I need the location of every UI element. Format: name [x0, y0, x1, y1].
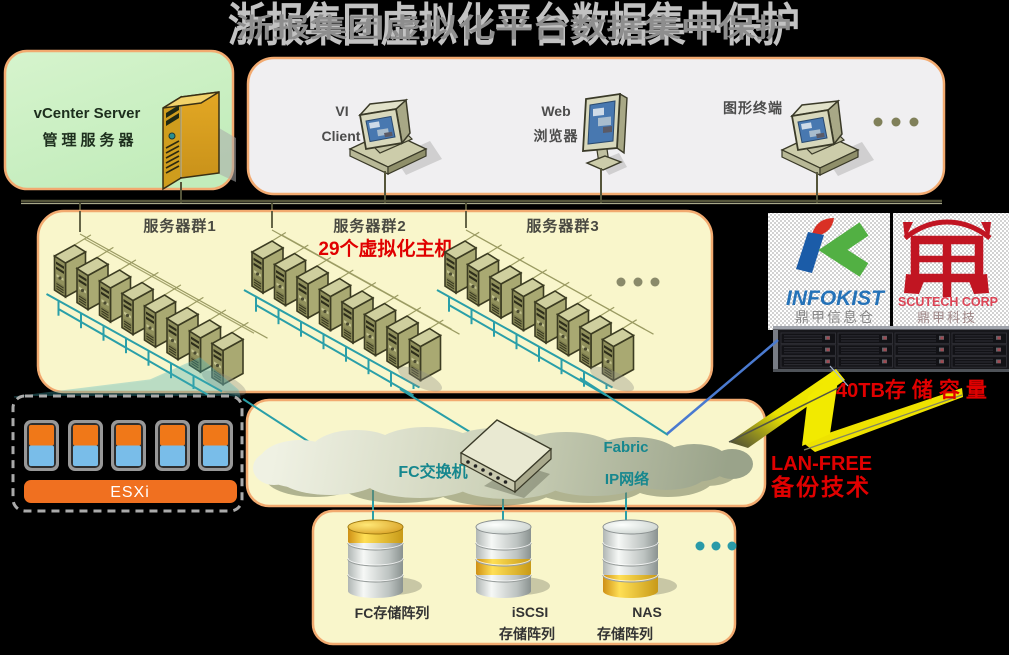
svg-text:LAN-FREE: LAN-FREE — [771, 453, 872, 475]
svg-text:服务器群2: 服务器群2 — [333, 217, 406, 235]
svg-text:浏览器: 浏览器 — [534, 128, 579, 144]
svg-text:ESXi: ESXi — [110, 484, 150, 501]
svg-text:FC存储阵列: FC存储阵列 — [355, 605, 430, 621]
svg-text:图形终端: 图形终端 — [723, 100, 783, 116]
svg-text:Web: Web — [541, 103, 570, 119]
svg-text:浙报集团虚拟化平台数据集中保护: 浙报集团虚拟化平台数据集中保护 — [236, 13, 792, 43]
svg-text:鼎甲信息仓: 鼎甲信息仓 — [795, 309, 875, 325]
svg-text:存储阵列: 存储阵列 — [597, 626, 653, 642]
svg-text:VI: VI — [335, 103, 348, 119]
svg-text:INFOKIST: INFOKIST — [786, 287, 886, 310]
svg-text:服务器群3: 服务器群3 — [526, 217, 599, 235]
svg-text:SCUTECH CORP: SCUTECH CORP — [898, 295, 998, 309]
svg-text:NAS: NAS — [632, 604, 662, 620]
svg-text:FC交换机: FC交换机 — [398, 462, 467, 481]
svg-text:IP网络: IP网络 — [605, 470, 649, 488]
svg-text:浙报集团虚拟化平台数据集中保护: 浙报集团虚拟化平台数据集中保护 — [228, 0, 800, 51]
svg-text:40TB存储容量: 40TB存储容量 — [836, 378, 993, 402]
svg-text:29个虚拟化主机: 29个虚拟化主机 — [318, 237, 453, 260]
svg-text:服务器群1: 服务器群1 — [143, 217, 216, 235]
svg-text:iSCSI: iSCSI — [512, 604, 549, 620]
svg-text:存储阵列: 存储阵列 — [499, 626, 555, 642]
svg-text:Fabric: Fabric — [603, 439, 648, 456]
svg-text:vCenter Server: vCenter Server — [34, 105, 141, 122]
svg-text:备份技术: 备份技术 — [770, 474, 871, 500]
svg-text:鼎甲科技: 鼎甲科技 — [917, 310, 977, 325]
svg-text:Client: Client — [322, 128, 361, 144]
svg-text:管理服务器: 管理服务器 — [42, 131, 137, 149]
